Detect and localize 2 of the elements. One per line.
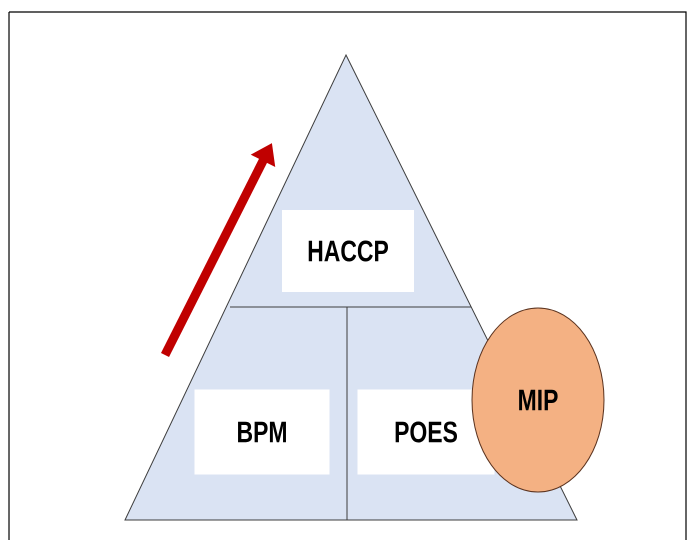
text-box: HACCP <box>282 210 414 292</box>
text-box: BPM <box>194 390 330 474</box>
